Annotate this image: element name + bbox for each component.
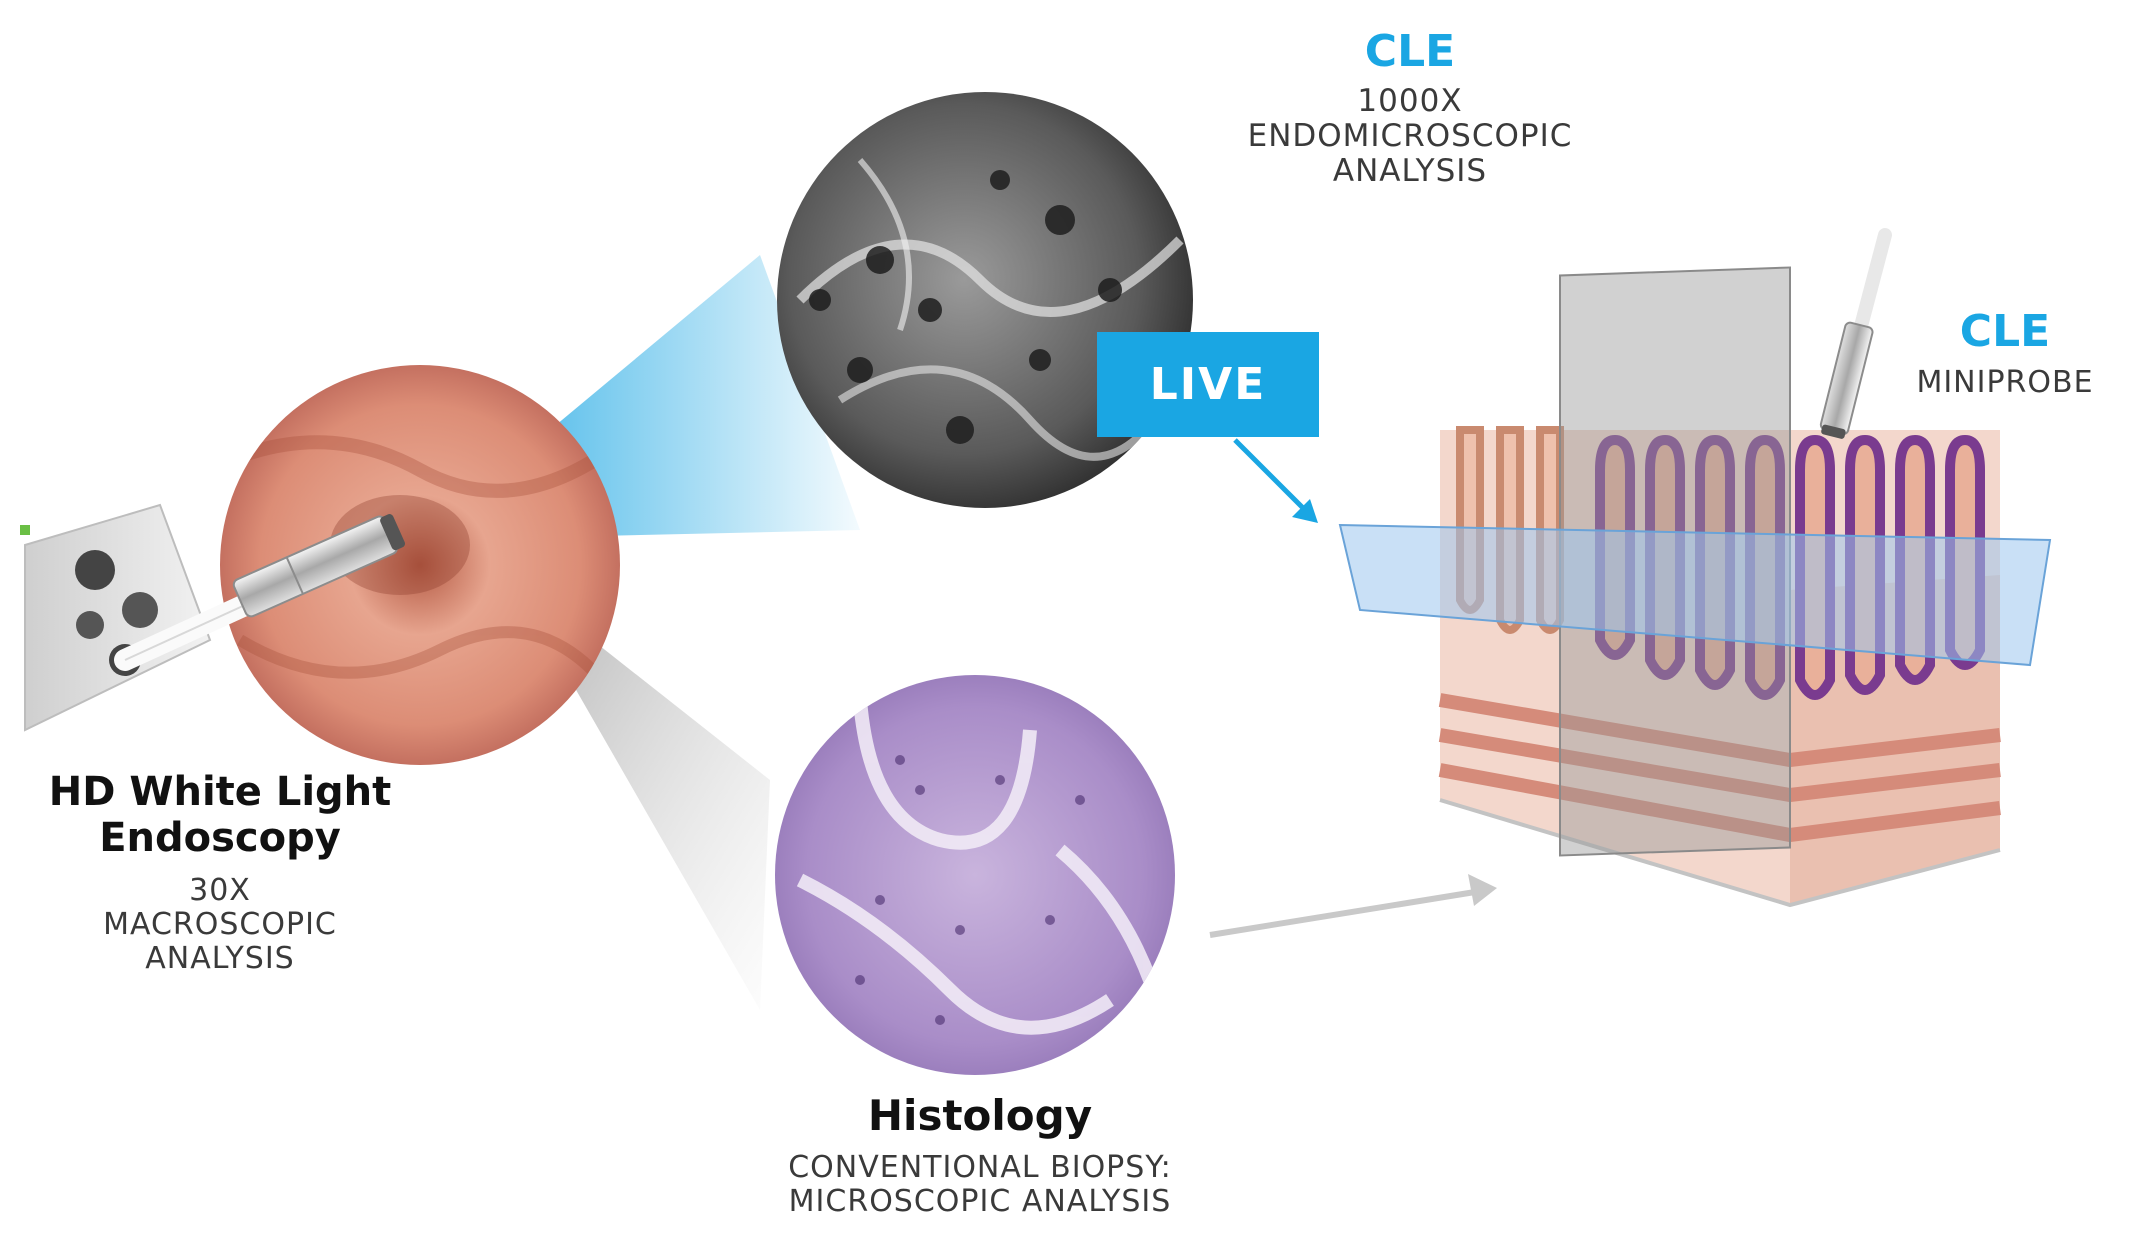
endoscopy-title-line2: Endoscopy bbox=[99, 815, 341, 861]
endoscopy-desc-line2: ANALYSIS bbox=[145, 941, 295, 976]
endoscopy-title-line1: HD White Light bbox=[48, 769, 392, 815]
live-badge: LIVE bbox=[1097, 332, 1319, 437]
endoscopy-magnification: 30X bbox=[189, 873, 251, 908]
tissue-block-illustration bbox=[1338, 266, 2052, 908]
histology-micrograph-image bbox=[775, 675, 1175, 1075]
histology-title: Histology bbox=[867, 1091, 1093, 1140]
histology-arrow bbox=[1209, 874, 1497, 938]
endoscopy-labels: HD White Light Endoscopy 30X MACROSCOPIC… bbox=[10, 772, 430, 974]
histology-labels: Histology CONVENTIONAL BIOPSY: MICROSCOP… bbox=[720, 1095, 1240, 1217]
endoscope-icon bbox=[20, 503, 405, 732]
histology-desc-line1: CONVENTIONAL BIOPSY: bbox=[788, 1150, 1172, 1185]
cle-top-labels: CLE 1000X ENDOMICROSCOPIC ANALYSIS bbox=[1180, 30, 1640, 187]
cle-top-title: CLE bbox=[1364, 26, 1456, 77]
cle-top-magnification: 1000X bbox=[1357, 83, 1463, 119]
live-label: LIVE bbox=[1149, 359, 1267, 410]
live-badge-box bbox=[1097, 332, 1319, 437]
cle-probe-desc: MINIPROBE bbox=[1916, 365, 2094, 400]
cle-top-desc-line1: ENDOMICROSCOPIC bbox=[1247, 118, 1573, 154]
miniprobe-icon bbox=[1819, 228, 1892, 439]
cle-probe-labels: CLE MINIPROBE bbox=[1880, 310, 2130, 398]
cle-top-desc-line2: ANALYSIS bbox=[1332, 153, 1488, 189]
endoscopy-desc-line1: MACROSCOPIC bbox=[103, 907, 337, 942]
cle-probe-title: CLE bbox=[1959, 306, 2051, 357]
cle-micrograph-image bbox=[777, 92, 1193, 508]
live-arrow bbox=[1233, 438, 1318, 523]
histology-desc-line2: MICROSCOPIC ANALYSIS bbox=[788, 1184, 1172, 1219]
